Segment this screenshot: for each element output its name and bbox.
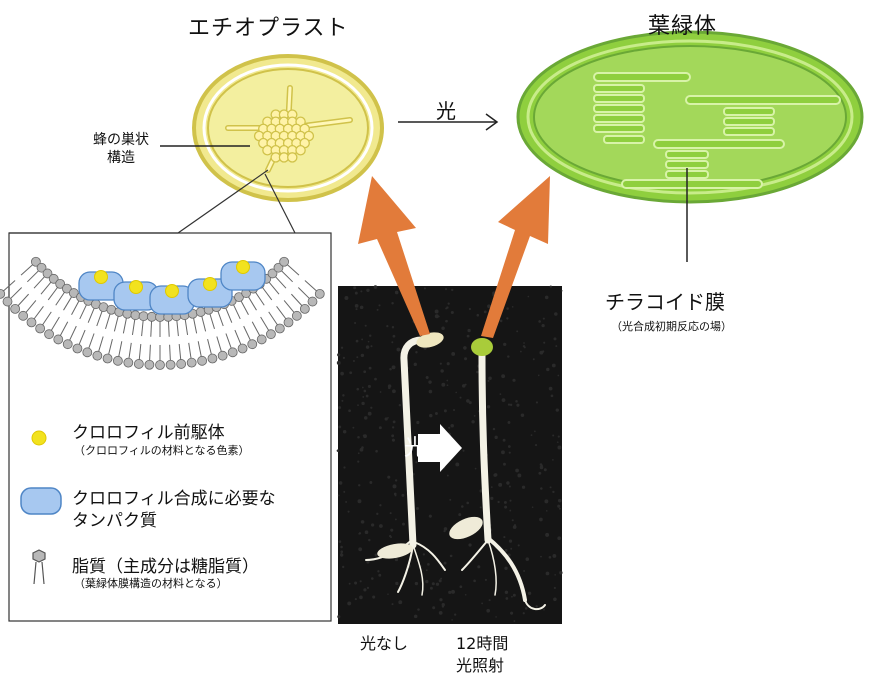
chloroplast (518, 32, 862, 202)
photo-arrow-label: 光 (404, 430, 426, 462)
legend-precursor-title: クロロフィル前駆体 (72, 418, 225, 443)
thylakoid-label: チラコイド膜 (605, 286, 725, 315)
etioplast-title: エチオプラスト (188, 10, 349, 42)
legend-protein-title-2: タンパク質 (72, 506, 157, 531)
caption-no-light: 光なし (360, 630, 408, 654)
green-cotyledon (471, 338, 493, 356)
honeycomb-label: 蜂の巣状 構造 (85, 131, 157, 167)
caption-light-exposure: 光照射 (456, 652, 504, 676)
caption-hours: 12時間 (456, 630, 508, 654)
chloroplast-title: 葉緑体 (648, 8, 717, 40)
legend-lipid-note: （葉緑体膜構造の材料となる） (74, 575, 228, 591)
seedling-photo (337, 285, 563, 624)
protein-blob-icon (21, 488, 61, 514)
etioplast (194, 56, 382, 200)
thylakoid-note: （光合成初期反応の場） (611, 318, 732, 334)
light-arrow-label: 光 (436, 95, 456, 124)
legend-precursor-note: （クロロフィルの材料となる色素） (74, 442, 249, 458)
legend-lipid-title: 脂質（主成分は糖脂質） (72, 552, 259, 577)
precursor-dot-icon (32, 431, 46, 445)
